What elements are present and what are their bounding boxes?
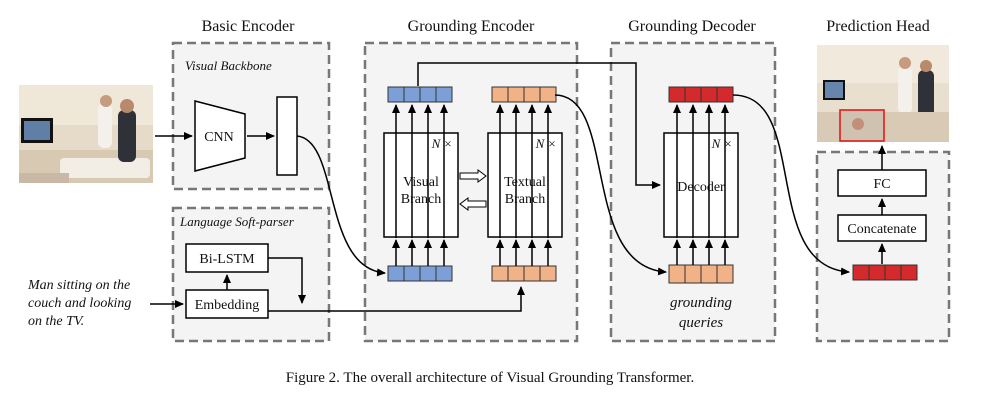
textual-branch-n: N × bbox=[535, 136, 557, 151]
basic-encoder-title: Basic Encoder bbox=[202, 18, 296, 35]
head-input-token-cell bbox=[868, 264, 886, 281]
concatenate-label: Concatenate bbox=[847, 222, 916, 237]
bilstm-label: Bi-LSTM bbox=[199, 252, 255, 267]
grounding-encoder-title: Grounding Encoder bbox=[408, 18, 535, 35]
textual-to-queries-arrow bbox=[554, 94, 667, 276]
decoder-output-token-cell bbox=[668, 86, 686, 103]
embedding-label: Embedding bbox=[195, 298, 260, 313]
decoder-output-token-cell bbox=[684, 86, 702, 103]
visual-output-token-cell bbox=[387, 86, 405, 103]
feature-to-visual-tokens-arrow bbox=[296, 135, 386, 277]
visual-branch-label-1: Visual bbox=[403, 175, 439, 190]
grounding-query-token-cell bbox=[700, 264, 718, 284]
fc-label: FC bbox=[873, 177, 890, 192]
textual-output-token-cell bbox=[507, 86, 525, 103]
fc-box bbox=[837, 169, 927, 197]
textual-input-token-cell bbox=[491, 265, 509, 282]
decoder-label: Decoder bbox=[677, 180, 725, 195]
visual-output-token-cell bbox=[403, 86, 421, 103]
decoder-n: N × bbox=[711, 136, 733, 151]
visual-branch-n: N × bbox=[431, 136, 453, 151]
visual-output-token-cell bbox=[419, 86, 437, 103]
head-input-token-cell bbox=[900, 264, 918, 281]
textual-branch-label-1: Textual bbox=[504, 175, 546, 190]
grounding-query-token-cell bbox=[668, 264, 686, 284]
connectors bbox=[150, 62, 886, 312]
visual-input-token-cell bbox=[419, 265, 437, 282]
input-image bbox=[19, 85, 153, 183]
textual-input-token-cell bbox=[539, 265, 557, 282]
visual-backbone-label: Visual Backbone bbox=[185, 58, 272, 73]
output-image bbox=[817, 45, 949, 142]
visual-input-token-cell bbox=[387, 265, 405, 282]
grounding-decoder-title: Grounding Decoder bbox=[628, 18, 756, 35]
cross-attention-arrows bbox=[459, 169, 487, 211]
textual-output-token-cell bbox=[523, 86, 541, 103]
textual-input-token-cell bbox=[523, 265, 541, 282]
textual-output-token-cell bbox=[491, 86, 509, 103]
decoder-to-head-arrow bbox=[732, 94, 850, 276]
textual-branch-label-2: Branch bbox=[505, 192, 545, 207]
visual-input-token-cell bbox=[435, 265, 453, 282]
textual-output-token-cell bbox=[539, 86, 557, 103]
visual-branch-label-2: Branch bbox=[401, 192, 441, 207]
visual-input-token-cell bbox=[403, 265, 421, 282]
figure-caption: Figure 2. The overall architecture of Vi… bbox=[286, 370, 694, 386]
input-text-line2: couch and looking bbox=[28, 296, 131, 311]
language-parser-label: Language Soft-parser bbox=[179, 214, 295, 229]
decoder-output-token-cell bbox=[716, 86, 734, 103]
concatenate-box bbox=[837, 214, 927, 242]
head-input-token-cell bbox=[852, 264, 870, 281]
grounding-queries-line2: queries bbox=[679, 315, 723, 331]
visual-feature-map bbox=[276, 96, 298, 176]
visual-output-token-cell bbox=[435, 86, 453, 103]
textual-input-token-cell bbox=[507, 265, 525, 282]
bilstm-down-arrow bbox=[268, 257, 306, 304]
grounding-query-token-cell bbox=[684, 264, 702, 284]
cnn-label: CNN bbox=[204, 130, 234, 145]
decoder-output-token-cell bbox=[700, 86, 718, 103]
prediction-head-title: Prediction Head bbox=[826, 18, 930, 35]
cnn-trapezoid bbox=[194, 100, 246, 172]
head-input-token-cell bbox=[884, 264, 902, 281]
input-text-line3: on the TV. bbox=[28, 314, 84, 329]
embedding-to-textual-tokens-arrow bbox=[268, 286, 525, 312]
input-text-line1: Man sitting on the bbox=[27, 278, 130, 293]
grounding-query-token-cell bbox=[716, 264, 734, 284]
grounding-queries-line1: grounding bbox=[670, 295, 732, 311]
visual-to-decoder-arrow bbox=[417, 62, 661, 189]
token-rows bbox=[387, 86, 918, 284]
embedding-box bbox=[185, 289, 269, 319]
language-parser-panel bbox=[171, 206, 331, 343]
